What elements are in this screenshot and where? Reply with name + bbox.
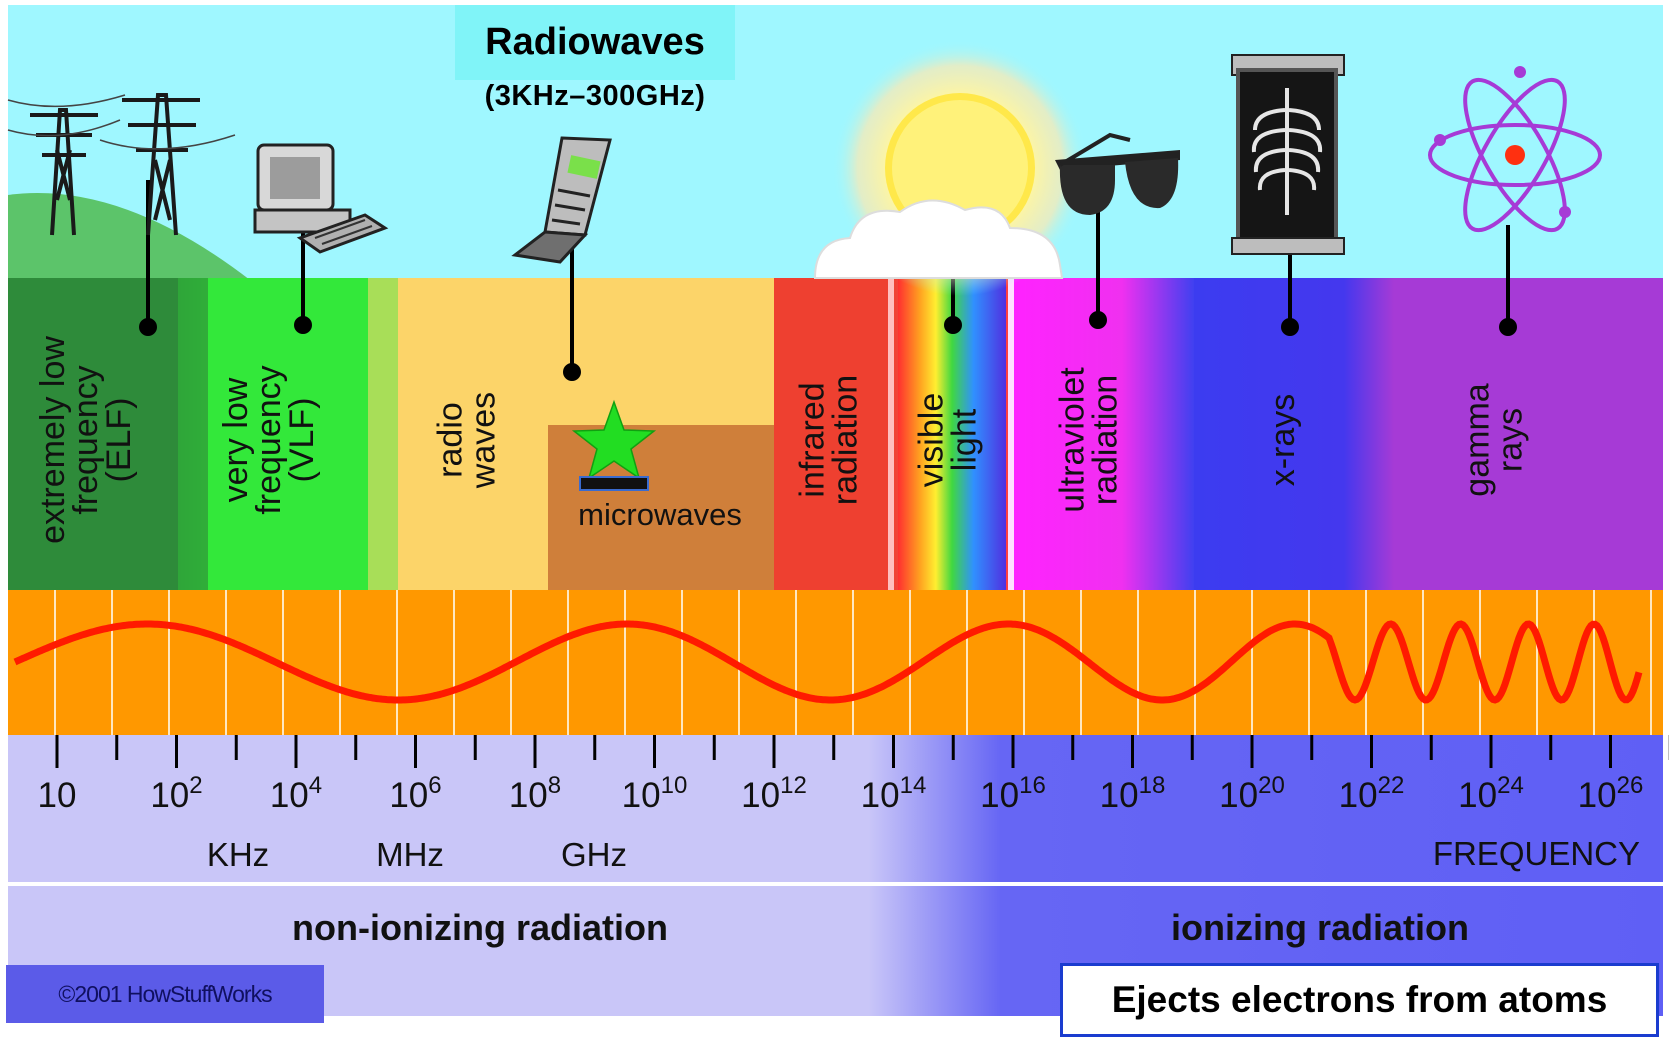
band-label: (ELF) — [100, 398, 138, 483]
frequency-tick-label: 1022 — [1339, 772, 1405, 815]
frequency-tick-label: 104 — [270, 772, 322, 815]
band-label: frequency — [250, 365, 288, 514]
unit-label: GHz — [561, 836, 627, 873]
band-label: radiation — [827, 375, 865, 505]
unit-label: KHz — [207, 836, 269, 873]
microwaves-label: microwaves — [578, 497, 742, 532]
sun-icon — [813, 40, 1088, 296]
computer-icon — [253, 143, 389, 254]
band-region — [8, 278, 1663, 590]
frequency-label: FREQUENCY — [1433, 835, 1640, 872]
unit-label: MHz — [376, 836, 444, 873]
frequency-tick-label: 1018 — [1100, 772, 1166, 815]
frequency-axis-bg — [8, 735, 1663, 882]
band-label: frequency — [67, 365, 105, 514]
band-label: (VLF) — [283, 398, 321, 483]
cell-phone-icon — [511, 136, 612, 264]
ionizing-label: ionizing radiation — [1171, 907, 1469, 948]
wave-band — [8, 590, 1663, 735]
frequency-tick-label: 102 — [150, 772, 202, 815]
band-label: ultraviolet — [1054, 367, 1092, 513]
band-label: extremely low — [34, 336, 72, 544]
hill — [8, 193, 250, 280]
band-label: rays — [1492, 408, 1530, 472]
band-label: gamma — [1459, 383, 1497, 496]
frequency-tick-label: 1016 — [980, 772, 1046, 815]
star-marker-icon — [571, 399, 657, 491]
frequency-tick-label: 1024 — [1458, 772, 1524, 815]
band-label: visible — [913, 393, 951, 487]
frequency-tick-label: 1014 — [861, 772, 927, 815]
radiowaves-range: (3KHz–300GHz) — [484, 80, 706, 112]
frequency-tick-label: 1020 — [1219, 772, 1285, 815]
copyright-badge: ©2001 HowStuffWorks — [6, 965, 324, 1023]
band-label: infrared — [794, 382, 832, 497]
frequency-tick-label: 1026 — [1578, 772, 1644, 815]
radiowaves-title: Radiowaves — [455, 5, 735, 80]
ionizing-callout: Ejects electrons from atoms — [1060, 963, 1659, 1037]
band-label: very low — [217, 377, 255, 502]
frequency-tick-label: 1010 — [622, 772, 688, 815]
band-label: light — [946, 408, 984, 471]
non-ionizing-label: non-ionizing radiation — [292, 907, 668, 948]
frequency-tick-label: 10 — [38, 776, 77, 815]
sunglasses-icon — [1055, 132, 1180, 215]
wave-line — [13, 620, 1643, 704]
frequency-tick-label: 1012 — [741, 772, 807, 815]
band-label: x-rays — [1264, 394, 1302, 487]
power-tower-icon — [7, 93, 236, 236]
band-label: radio — [432, 402, 470, 478]
atom-icon — [1428, 66, 1602, 233]
frequency-tick-label: 108 — [509, 772, 561, 815]
frequency-tick-label: 106 — [389, 772, 441, 815]
microwave-region — [548, 425, 774, 590]
band-label: waves — [465, 392, 503, 489]
x-ray-icon — [1231, 54, 1345, 255]
band-label: radiation — [1087, 375, 1125, 505]
